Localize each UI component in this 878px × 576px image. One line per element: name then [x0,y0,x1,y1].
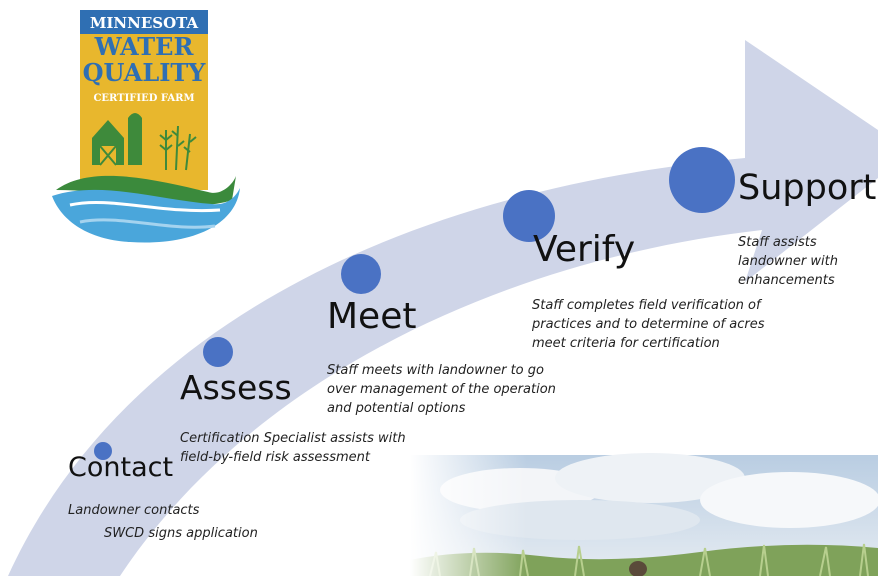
desc-line: SWCD signs application [104,526,258,541]
desc-line: landowner with [738,254,838,269]
step-dot-support [669,147,735,213]
barn-icon [92,113,142,166]
step-desc-contact: Landowner contacts SWCD signs applicatio… [68,501,258,543]
desc-line: Landowner contacts [68,503,200,518]
desc-line: Staff assists [738,235,817,250]
process-arrow [8,40,878,576]
field-photo [410,453,878,576]
logo-line2: WATER [94,32,195,61]
step-dot-verify [503,190,555,242]
desc-line: enhancements [738,273,835,288]
step-dot-assess [203,337,233,367]
step-dot-meet [341,254,381,294]
desc-line: over management of the operation [327,382,556,397]
logo-line3: QUALITY [83,58,207,87]
step-dot-contact [94,442,112,460]
desc-line: meet criteria for certification [532,336,720,351]
step-desc-meet: Staff meets with landowner to go over ma… [327,361,556,418]
step-title-assess: Assess [180,368,292,407]
step-title-verify: Verify [533,229,636,270]
desc-line: Certification Specialist assists with [180,431,406,446]
logo: MINNESOTA WATER QUALITY CERTIFIED FARM [52,10,240,243]
step-desc-assess: Certification Specialist assists with fi… [180,429,406,467]
wheat-icon [159,125,197,171]
desc-line: and potential options [327,401,466,416]
step-desc-support: Staff assists landowner with enhancement… [738,233,838,290]
step-title-meet: Meet [327,296,417,337]
desc-line: field-by-field risk assessment [180,450,370,465]
desc-line: practices and to determine of acres [532,317,765,332]
step-title-support: Support [738,168,877,208]
step-title-contact: Contact [68,452,174,483]
logo-line1: MINNESOTA [90,14,199,32]
desc-line: Staff meets with landowner to go [327,363,544,378]
step-desc-verify: Staff completes field verification of pr… [532,296,764,353]
desc-line: Staff completes field verification of [532,298,761,313]
logo-line4: CERTIFIED FARM [93,93,194,104]
